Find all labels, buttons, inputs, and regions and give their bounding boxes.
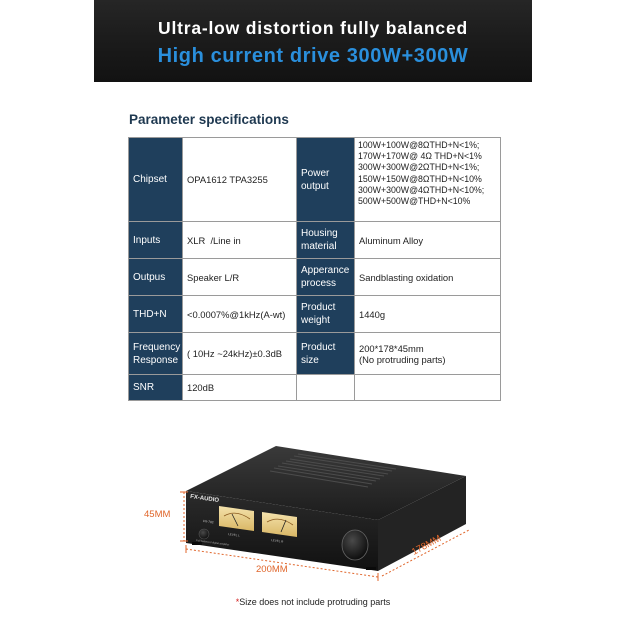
spec-key: THD+N <box>128 295 183 333</box>
footnote: *Size does not include protruding parts <box>0 597 626 607</box>
section-title: Parameter specifications <box>129 112 289 127</box>
spec-value: 120dB <box>182 374 297 401</box>
volume-knob <box>341 529 369 561</box>
spec-value: XLR /Line in <box>182 221 297 259</box>
spec-value: OPA1612 TPA3255 <box>182 137 297 222</box>
power-line: 150W+150W@8ΩTHD+N<10% <box>358 173 482 184</box>
spec-row-chipset: Chipset OPA1612 TPA3255 Power output 100… <box>128 137 501 222</box>
spec-empty-cell <box>296 374 355 401</box>
spec-row-frequency: Frequency Response ( 10Hz ~24kHz)±0.3dB … <box>128 332 501 375</box>
spec-key: Chipset <box>128 137 183 222</box>
dimension-width-label: 200MM <box>256 564 288 575</box>
amplifier-top-panel <box>186 446 466 520</box>
size-line: 200*178*45mm <box>359 342 424 354</box>
power-line: 170W+170W@ 4Ω THD+N<1% <box>358 151 482 162</box>
foot <box>366 567 376 570</box>
spec-key: Inputs <box>128 221 183 259</box>
brand-logo: FX-AUDIO <box>190 494 220 504</box>
spec-key: SNR <box>128 374 183 401</box>
spec-table: Chipset OPA1612 TPA3255 Power output 100… <box>128 137 501 401</box>
power-line: 100W+100W@8ΩTHD+N<1%; <box>358 140 480 150</box>
footnote-asterisk: * <box>235 597 240 607</box>
dimension-lines <box>180 491 470 581</box>
power-line: 500W+500W@THD+N<10% <box>358 196 471 207</box>
spec-key: Apperance process <box>296 258 355 296</box>
banner-headline: Ultra-low distortion fully balanced <box>158 18 468 38</box>
spec-key: Outpus <box>128 258 183 296</box>
dimension-height-label: 45MM <box>144 509 171 520</box>
spec-key: Product size <box>296 332 355 375</box>
amplifier-side-panel <box>378 476 466 571</box>
model-label: FX-702 <box>203 519 214 524</box>
meter-right-label: LEVEL R <box>271 538 284 544</box>
spec-row-inputs: Inputs XLR /Line in Housing material Alu… <box>128 221 501 259</box>
spec-row-thd: THD+N <0.0007%@1kHz(A-wt) Product weight… <box>128 295 501 333</box>
spec-value-power: 100W+100W@8ΩTHD+N<1%; 170W+170W@ 4Ω THD+… <box>354 137 501 222</box>
vu-meter-right <box>262 512 297 537</box>
tagline-label: Full balanced digital amplifier <box>196 538 230 547</box>
foot <box>192 542 202 545</box>
power-line: 300W+300W@2ΩTHD+N<1%; <box>358 162 480 173</box>
spec-row-snr: SNR 120dB <box>128 374 501 401</box>
spec-value: <0.0007%@1kHz(A-wt) <box>182 295 297 333</box>
meter-left-label: LEVEL L <box>228 532 241 538</box>
spec-row-outputs: Outpus Speaker L/R Apperance process San… <box>128 258 501 296</box>
spec-value: Aluminum Alloy <box>354 221 501 259</box>
spec-value: 200*178*45mm (No protruding parts) <box>354 332 501 375</box>
banner-subheadline: High current drive 300W+300W <box>157 45 469 67</box>
spec-empty-cell <box>354 374 501 401</box>
spec-value: Sandblasting oxidation <box>354 258 501 296</box>
small-knob <box>198 528 210 540</box>
spec-value: 1440g <box>354 295 501 333</box>
spec-value: ( 10Hz ~24kHz)±0.3dB <box>182 332 297 375</box>
vent-slots <box>269 453 397 488</box>
footnote-text: Size does not include protruding parts <box>239 597 391 607</box>
size-line: (No protruding parts) <box>359 353 446 365</box>
header-banner: Ultra-low distortion fully balanced High… <box>94 0 532 82</box>
spec-key: Power output <box>296 137 355 222</box>
vu-meter-left <box>219 506 254 531</box>
power-line: 300W+300W@4ΩTHD+N<10%; <box>358 184 485 195</box>
